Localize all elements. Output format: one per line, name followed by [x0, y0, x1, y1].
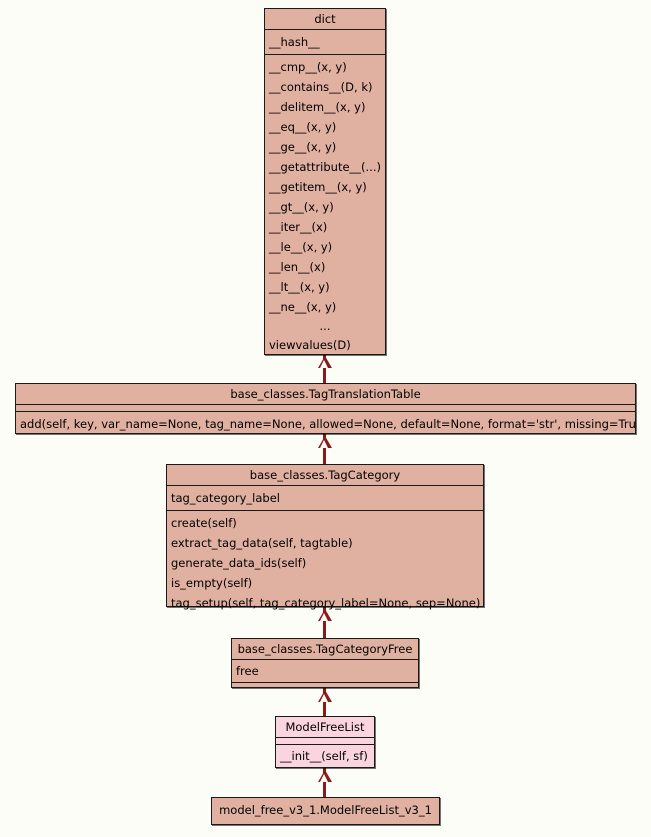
- class-title-modelfreelist-v3-1: model_free_v3_1.ModelFreeList_v3_1: [219, 803, 432, 817]
- class-title-tagcategory: base_classes.TagCategory: [249, 468, 401, 482]
- operation-row: extract_tag_data(self, tagtable): [171, 536, 353, 550]
- operation-row: __iter__(x): [269, 220, 328, 234]
- edge-tagtranslationtable-to-dict: [323, 354, 326, 384]
- operation-row: add(self, key, var_name=None, tag_name=N…: [20, 417, 635, 431]
- attribute-row: tag_category_label: [171, 491, 280, 505]
- operation-row: is_empty(self): [171, 576, 253, 590]
- operation-row: __le__(x, y): [269, 240, 333, 254]
- operation-row: generate_data_ids(self): [171, 556, 307, 570]
- operation-row: viewvalues(D): [269, 338, 351, 352]
- class-box-tagcategory[interactable]: base_classes.TagCategory tag_category_la…: [166, 464, 484, 610]
- class-attributes-modelfreelist: [276, 737, 374, 744]
- operation-row: __contains__(D, k): [269, 80, 373, 94]
- class-operations-tagcategoryfree: [232, 682, 418, 689]
- edge-modelfreelist-to-tagcategoryfree: [323, 688, 326, 719]
- edge-tagcategoryfree-to-tagcategory: [323, 607, 326, 639]
- edge-tagcategory-to-tagtranslationtable: [323, 434, 326, 464]
- class-attributes-dict: __hash__: [265, 29, 385, 54]
- class-box-tagcategoryfree[interactable]: base_classes.TagCategoryFree free: [231, 638, 419, 688]
- class-title-dict: dict: [314, 12, 336, 26]
- class-box-dict[interactable]: dict __hash__ __cmp__(x, y) __contains__…: [264, 8, 386, 355]
- class-operations-modelfreelist: __init__(self, sf): [276, 744, 374, 767]
- attribute-row: __hash__: [269, 35, 320, 49]
- class-operations-tagtranslationtable: add(self, key, var_name=None, tag_name=N…: [16, 411, 635, 436]
- class-attributes-tagcategoryfree: free: [232, 659, 418, 682]
- operation-row: tag_setup(self, tag_category_label=None,…: [171, 596, 481, 610]
- operation-row: __cmp__(x, y): [269, 60, 347, 74]
- operation-row: __ne__(x, y): [269, 300, 337, 314]
- operation-row-ellipsis: ...: [319, 319, 331, 333]
- operation-row: __lt__(x, y): [269, 280, 330, 294]
- class-attributes-tagcategory: tag_category_label: [167, 485, 483, 510]
- class-operations-tagcategory: create(self) extract_tag_data(self, tagt…: [167, 510, 483, 615]
- edge-modelfreelistv31-to-modelfreelist: [323, 768, 326, 798]
- operation-row: __eq__(x, y): [269, 120, 337, 134]
- class-box-modelfreelist[interactable]: ModelFreeList __init__(self, sf): [275, 716, 375, 768]
- operation-row: __len__(x): [269, 260, 326, 274]
- class-box-tagtranslationtable[interactable]: base_classes.TagTranslationTable add(sel…: [15, 383, 636, 434]
- class-operations-dict: __cmp__(x, y) __contains__(D, k) __delit…: [265, 54, 385, 357]
- class-title-tagcategoryfree: base_classes.TagCategoryFree: [237, 642, 413, 656]
- operation-row: __getitem__(x, y): [269, 180, 367, 194]
- operation-row: __getattribute__(...): [269, 160, 381, 174]
- operation-row: __init__(self, sf): [280, 749, 368, 763]
- operation-row: create(self): [171, 516, 237, 530]
- attribute-row: free: [236, 664, 259, 678]
- operation-row: __ge__(x, y): [269, 140, 337, 154]
- class-title-modelfreelist: ModelFreeList: [285, 720, 365, 734]
- operation-row: __gt__(x, y): [269, 200, 334, 214]
- class-box-modelfreelist-v3-1[interactable]: model_free_v3_1.ModelFreeList_v3_1: [211, 797, 440, 825]
- class-title-tagtranslationtable: base_classes.TagTranslationTable: [230, 387, 421, 401]
- operation-row: __delitem__(x, y): [269, 100, 366, 114]
- class-attributes-tagtranslationtable: [16, 404, 635, 411]
